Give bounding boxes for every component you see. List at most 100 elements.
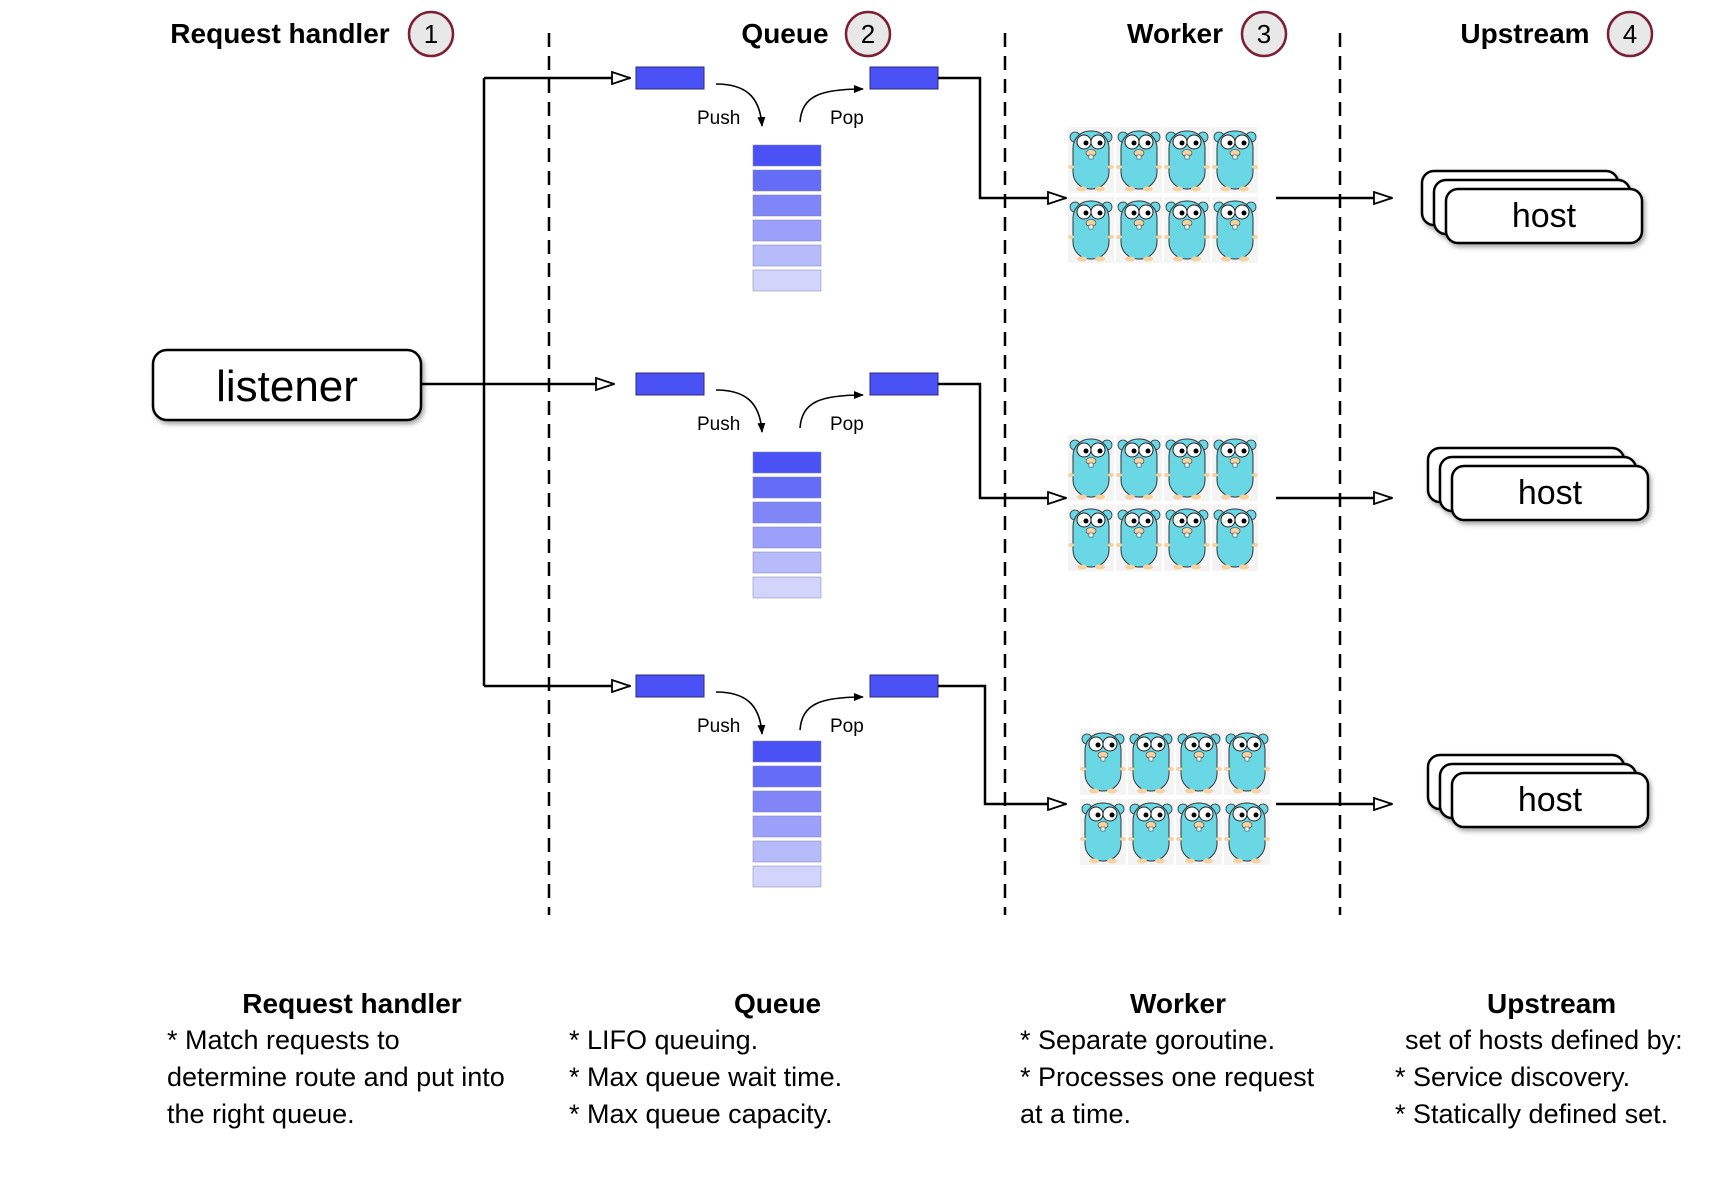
description-line: at a time.: [1020, 1099, 1132, 1129]
column-header-upstream: Upstream 4: [1460, 10, 1654, 58]
listener-box: listener: [151, 348, 423, 422]
gopher-icon: [1068, 127, 1114, 193]
gopher-icon: [1068, 435, 1114, 501]
description-line: * LIFO queuing.: [569, 1025, 759, 1055]
header-title: Queue: [741, 18, 828, 49]
queue-item: [752, 815, 822, 838]
column-header-queue: Queue 2: [741, 10, 892, 58]
gopher-icon: [1176, 799, 1222, 865]
description-title: Request handler: [242, 988, 462, 1019]
description-line: * Service discovery.: [1395, 1062, 1631, 1092]
push-arrow: [715, 389, 766, 433]
gopher-icon: [1224, 799, 1270, 865]
queue-item: [752, 476, 822, 499]
queue-item: [752, 244, 822, 267]
gopher-icon: [1068, 505, 1114, 571]
push-arrow: [715, 691, 766, 735]
host-box: [1450, 771, 1650, 829]
queue-item: [752, 451, 822, 474]
host-box: [1450, 464, 1650, 522]
queue-item: [752, 865, 822, 888]
incoming-request: [635, 674, 705, 698]
gopher-icon: [1068, 197, 1114, 263]
queue-lane: Push Pop host: [635, 674, 1650, 888]
dispatch-arrow: [938, 76, 1066, 198]
gopher-icon: [1176, 729, 1222, 795]
queue-item: [752, 576, 822, 599]
queue-lane: Push Pop host: [635, 372, 1650, 599]
pop-label: Pop: [830, 716, 864, 737]
host-label: host: [1518, 474, 1583, 512]
description-title: Worker: [1130, 988, 1226, 1019]
header-title: Request handler: [170, 18, 389, 49]
description-title: Queue: [734, 988, 822, 1019]
column-header-worker: Worker 3: [1127, 10, 1288, 58]
gopher-icon: [1164, 197, 1210, 263]
queue-item: [752, 269, 822, 292]
description-request-handler: Request handler * Match requests to dete…: [167, 985, 537, 1133]
pop-label: Pop: [830, 108, 864, 129]
queue-item: [752, 790, 822, 813]
host-stack: host: [1426, 753, 1650, 829]
gopher-icon: [1212, 197, 1258, 263]
gopher-icon: [1116, 505, 1162, 571]
queue-item: [752, 144, 822, 167]
pop-label: Pop: [830, 414, 864, 435]
queue-item: [752, 501, 822, 524]
host-box: [1444, 187, 1644, 245]
header-number: 1: [424, 19, 438, 49]
queue-item: [752, 169, 822, 192]
description-line: * Processes one request: [1020, 1062, 1315, 1092]
description-worker: Worker * Separate goroutine. * Processes…: [1020, 985, 1350, 1133]
popped-request: [869, 372, 939, 396]
gopher-icon: [1224, 729, 1270, 795]
incoming-request: [635, 372, 705, 396]
queue-item: [752, 526, 822, 549]
host-label: host: [1512, 197, 1577, 235]
routing-lines: [421, 78, 630, 686]
number-circle-icon: [1240, 10, 1288, 58]
number-circle-icon: [407, 10, 455, 58]
host-stack: host: [1426, 446, 1650, 522]
gopher-icon: [1116, 197, 1162, 263]
push-label: Push: [697, 414, 740, 435]
push-label: Push: [697, 108, 740, 129]
queue-item: [752, 219, 822, 242]
dispatch-arrow: [938, 382, 1066, 498]
gopher-icon: [1164, 505, 1210, 571]
header-title: Worker: [1127, 18, 1223, 49]
push-arrow: [715, 83, 766, 127]
description-line: the right queue.: [167, 1099, 355, 1129]
description-line: set of hosts defined by:: [1405, 1025, 1683, 1055]
pop-arrow: [799, 693, 864, 731]
listener-label: listener: [216, 362, 358, 411]
gopher-icon: [1212, 127, 1258, 193]
gopher-icon: [1164, 127, 1210, 193]
gopher-icon: [1116, 127, 1162, 193]
incoming-request: [635, 66, 705, 90]
popped-request: [869, 66, 939, 90]
queue-item: [752, 765, 822, 788]
gopher-icon: [1212, 435, 1258, 501]
description-line: * Statically defined set.: [1395, 1099, 1669, 1129]
gopher-icon: [1128, 799, 1174, 865]
description-queue: Queue * LIFO queuing. * Max queue wait t…: [569, 985, 989, 1133]
column-separators: [547, 33, 1342, 915]
description-line: * Match requests to: [167, 1025, 400, 1055]
number-circle-icon: [844, 10, 892, 58]
queue-item: [752, 840, 822, 863]
description-line: * Max queue capacity.: [569, 1099, 833, 1129]
description-upstream: Upstream set of hosts defined by: * Serv…: [1395, 985, 1715, 1133]
gopher-icon: [1080, 729, 1126, 795]
header-number: 2: [861, 19, 875, 49]
gopher-icon: [1128, 729, 1174, 795]
queue-item: [752, 194, 822, 217]
dispatch-arrow: [938, 684, 1066, 804]
description-line: determine route and put into: [167, 1062, 505, 1092]
popped-request: [869, 674, 939, 698]
description-line: * Separate goroutine.: [1020, 1025, 1276, 1055]
push-label: Push: [697, 716, 740, 737]
queue-item: [752, 551, 822, 574]
